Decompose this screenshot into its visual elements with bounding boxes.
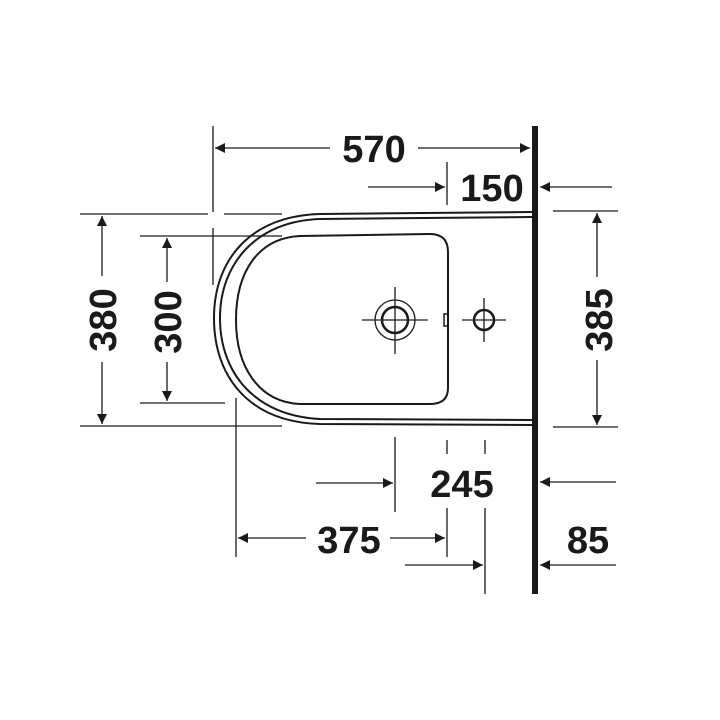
tap-hole-icon	[462, 298, 506, 342]
waste-hole-icon	[362, 287, 428, 354]
dimension-375: 375	[235, 398, 448, 562]
dim-label-245: 245	[430, 464, 493, 506]
dim-label-385: 385	[579, 288, 621, 351]
dim-label-300: 300	[148, 290, 190, 353]
dim-label-375: 375	[317, 520, 380, 562]
dimension-150: 150	[368, 162, 612, 210]
dimension-385: 385	[553, 210, 621, 428]
dim-label-85: 85	[567, 520, 609, 562]
dimension-245: 245	[316, 437, 616, 512]
dimension-380: 380	[80, 213, 282, 427]
dim-label-380: 380	[83, 288, 125, 351]
bidet-outline	[212, 211, 533, 426]
dimension-85: 85	[405, 508, 616, 594]
dim-label-150: 150	[460, 168, 523, 210]
dim-label-570: 570	[342, 129, 405, 171]
dimension-300: 300	[140, 235, 282, 404]
dimension-570: 570	[212, 126, 530, 285]
